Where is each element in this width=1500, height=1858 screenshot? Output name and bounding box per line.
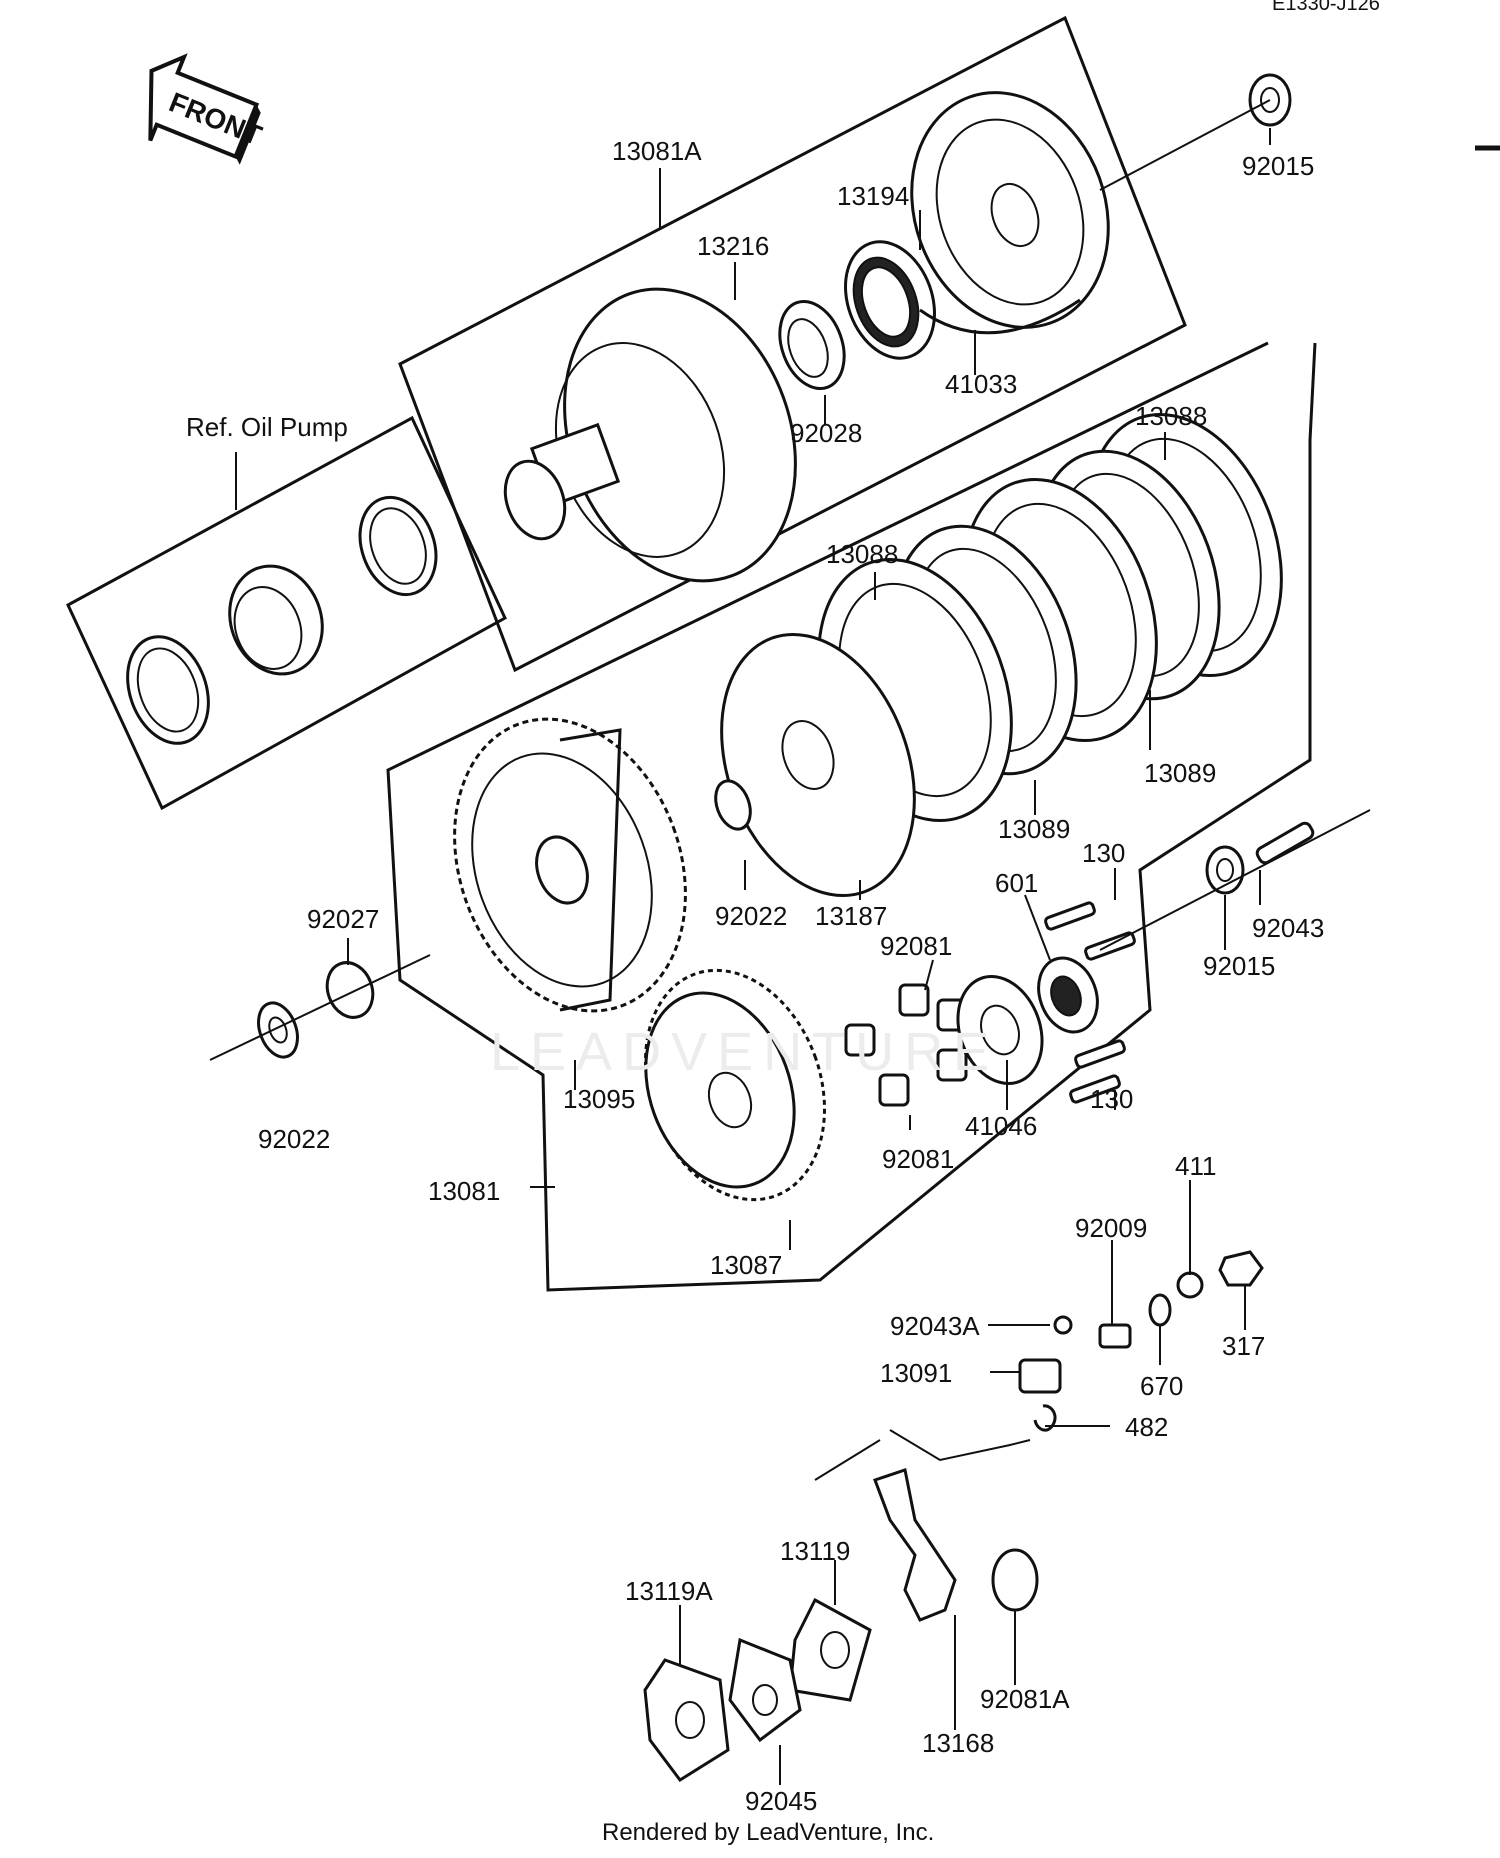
label-13081: 13081 [428,1176,500,1206]
oil-pump-frame [66,415,507,811]
label-13119A: 13119A [625,1576,713,1606]
oil-pump-washer-right [358,495,438,597]
label-317: 317 [1222,1331,1265,1361]
label-13095: 13095 [563,1084,635,1114]
needle-bearing-92028-inner [787,318,829,378]
label-482: 482 [1125,1412,1168,1442]
circlip-482 [1033,1404,1057,1432]
oil-pump-washer-left [126,635,210,745]
label-13091: 13091 [880,1358,952,1388]
label-92028: 92028 [790,418,862,448]
oil-pump-washer-right-inner [369,507,427,585]
pressure-plate-13187-hub [781,720,835,790]
label-130-top: 130 [1082,838,1125,868]
spring-92081-4 [878,1073,910,1107]
clutch-drum [503,287,797,583]
label-92081-upper: 92081 [880,931,952,961]
oil-pump-washer-left-inner [136,647,200,733]
label-92081-lower: 92081 [882,1144,954,1174]
label-92081A: 92081A [980,1684,1070,1714]
washer-92022-lower-inner [268,1016,288,1044]
label-92045: 92045 [745,1786,817,1816]
label-92043: 92043 [1252,913,1324,943]
pin-92043 [1255,821,1315,865]
label-13194: 13194 [837,181,909,211]
axis-line-right [1099,809,1371,951]
label-41033: 41033 [945,369,1017,399]
bushing-92027 [325,961,375,1019]
label-92009: 92009 [1075,1213,1147,1243]
oil-pump-gear-inner [233,586,303,670]
front-arrow-icon: FRONT [148,53,266,165]
cam-13119A-hub [675,1701,705,1739]
nut-92015-lower-inner [1216,858,1234,882]
label-13216: 13216 [697,231,769,261]
axis-line-left [209,954,431,1061]
label-13081A: 13081A [612,136,702,166]
axis-line-top [1099,99,1271,191]
label-92015-lower: 92015 [1203,951,1275,981]
washer-411 [1176,1271,1204,1299]
label-13088-mid: 13088 [826,539,898,569]
spring-92081-3 [936,1048,968,1082]
bolt-130-1 [1044,901,1096,931]
label-92015-top: 92015 [1242,151,1314,181]
label-601: 601 [995,868,1038,898]
release-spring-92081A [991,1548,1039,1612]
drawing-code: E1330-J126 [1272,0,1380,15]
label-92027: 92027 [307,904,379,934]
ref-oil-pump-label: Ref. Oil Pump [186,412,348,442]
label-13087: 13087 [710,1250,782,1280]
watermark: LEADVENTURE [490,1022,999,1082]
primary-gear-13095 [453,717,687,1013]
label-13168: 13168 [922,1728,994,1758]
label-130-bottom: 130 [1090,1084,1133,1114]
lifter-plate-41046-inner [980,1004,1020,1056]
label-13089-right: 13089 [1144,758,1216,788]
one-way-clutch-13194-core [860,266,912,338]
bolt-130-3 [1074,1039,1126,1069]
label-92022-upper: 92022 [715,901,787,931]
bolt-130-4 [1069,1074,1121,1104]
oil-pump-gear [228,564,324,676]
lever-13091 [1018,1358,1062,1394]
label-13088-top: 13088 [1135,401,1207,431]
adjuster-92009 [1098,1323,1132,1349]
o-ring-670 [1148,1293,1172,1327]
label-13089-mid: 13089 [998,814,1070,844]
cover-92045-hole [752,1684,778,1716]
washer-92022-lower [257,1001,299,1059]
label-411: 411 [1175,1151,1216,1181]
footer-credit: Rendered by LeadVenture, Inc. [602,1819,934,1846]
cam-13119A [643,1658,730,1783]
release-lever [873,1468,957,1622]
needle-bearing-92028 [778,299,846,391]
spring-92081-5 [844,1023,876,1057]
label-13119: 13119 [780,1536,850,1566]
label-41046: 41046 [965,1111,1037,1141]
washer-92022-upper [714,779,752,831]
leader-lines [347,128,1271,1785]
spring-92081-1 [898,983,930,1017]
ball-92043A [1053,1315,1073,1335]
lifter-plate-41046 [956,975,1044,1085]
label-92043A: 92043A [890,1311,980,1341]
clutch-hub-13087 [644,968,826,1202]
zigzag-leader [814,1429,1031,1481]
nut-317 [1218,1250,1264,1287]
outer-clutch-frame [398,15,1187,673]
label-92022-lower: 92022 [258,1124,330,1154]
cam-13119 [788,1597,872,1702]
cover-92045 [728,1637,802,1743]
inner-clutch-frame [386,341,1317,1292]
nut-92015-top-inner [1260,87,1280,113]
cam-13119-hub [820,1631,850,1669]
label-670: 670 [1140,1371,1183,1401]
label-13187: 13187 [815,901,887,931]
bearing-601-inner [1050,975,1082,1017]
